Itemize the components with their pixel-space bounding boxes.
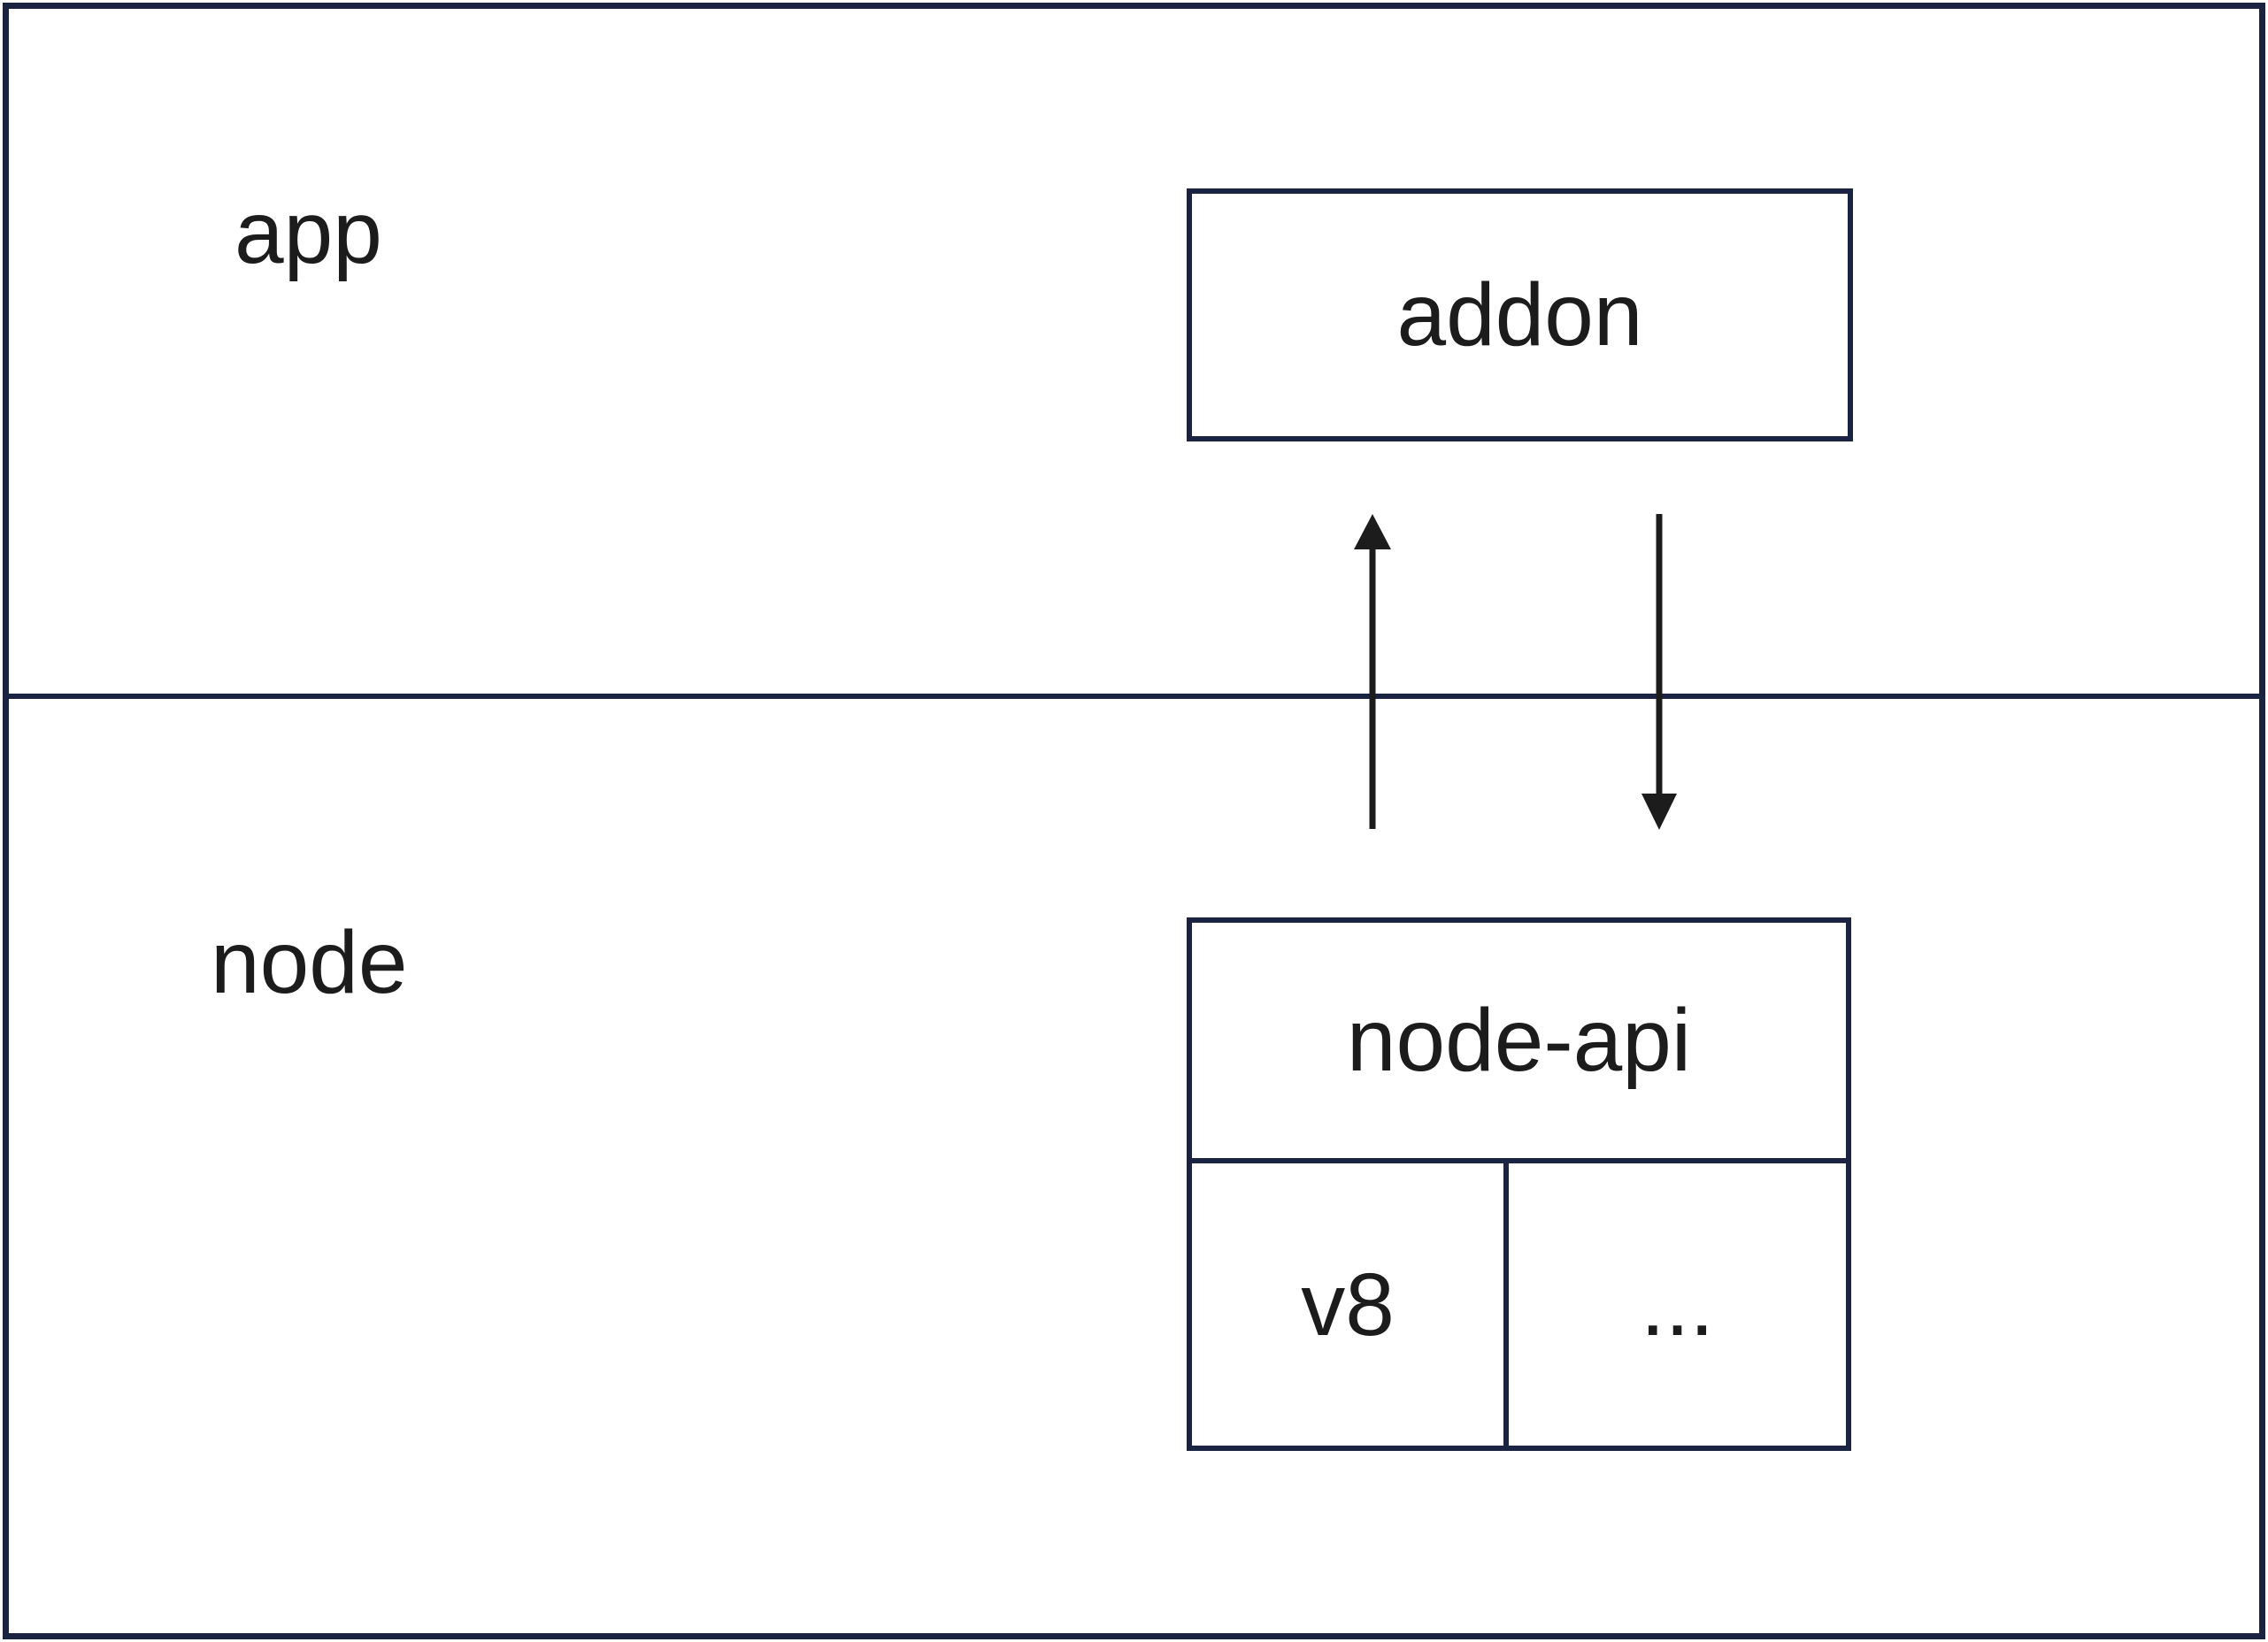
node-api-box: node-api v8 ... — [1187, 917, 1851, 1451]
addon-box: addon — [1187, 188, 1853, 441]
app-node-divider — [3, 694, 2265, 699]
diagram-outer-frame — [3, 3, 2265, 1639]
node-api-title-cell: node-api — [1192, 923, 1846, 1158]
ellipsis-cell: ... — [1509, 1163, 1846, 1446]
node-api-inner-horizontal-divider — [1192, 1158, 1846, 1163]
node-api-bottom-row: v8 ... — [1192, 1163, 1846, 1446]
node-api-label: node-api — [1346, 991, 1692, 1090]
node-region-label: node — [211, 913, 408, 1012]
ellipsis-label: ... — [1640, 1255, 1715, 1354]
addon-label: addon — [1396, 265, 1643, 364]
v8-label: v8 — [1301, 1255, 1395, 1354]
v8-cell: v8 — [1192, 1163, 1503, 1446]
node-api-inner-vertical-divider — [1503, 1163, 1509, 1446]
app-region-label: app — [234, 183, 382, 282]
